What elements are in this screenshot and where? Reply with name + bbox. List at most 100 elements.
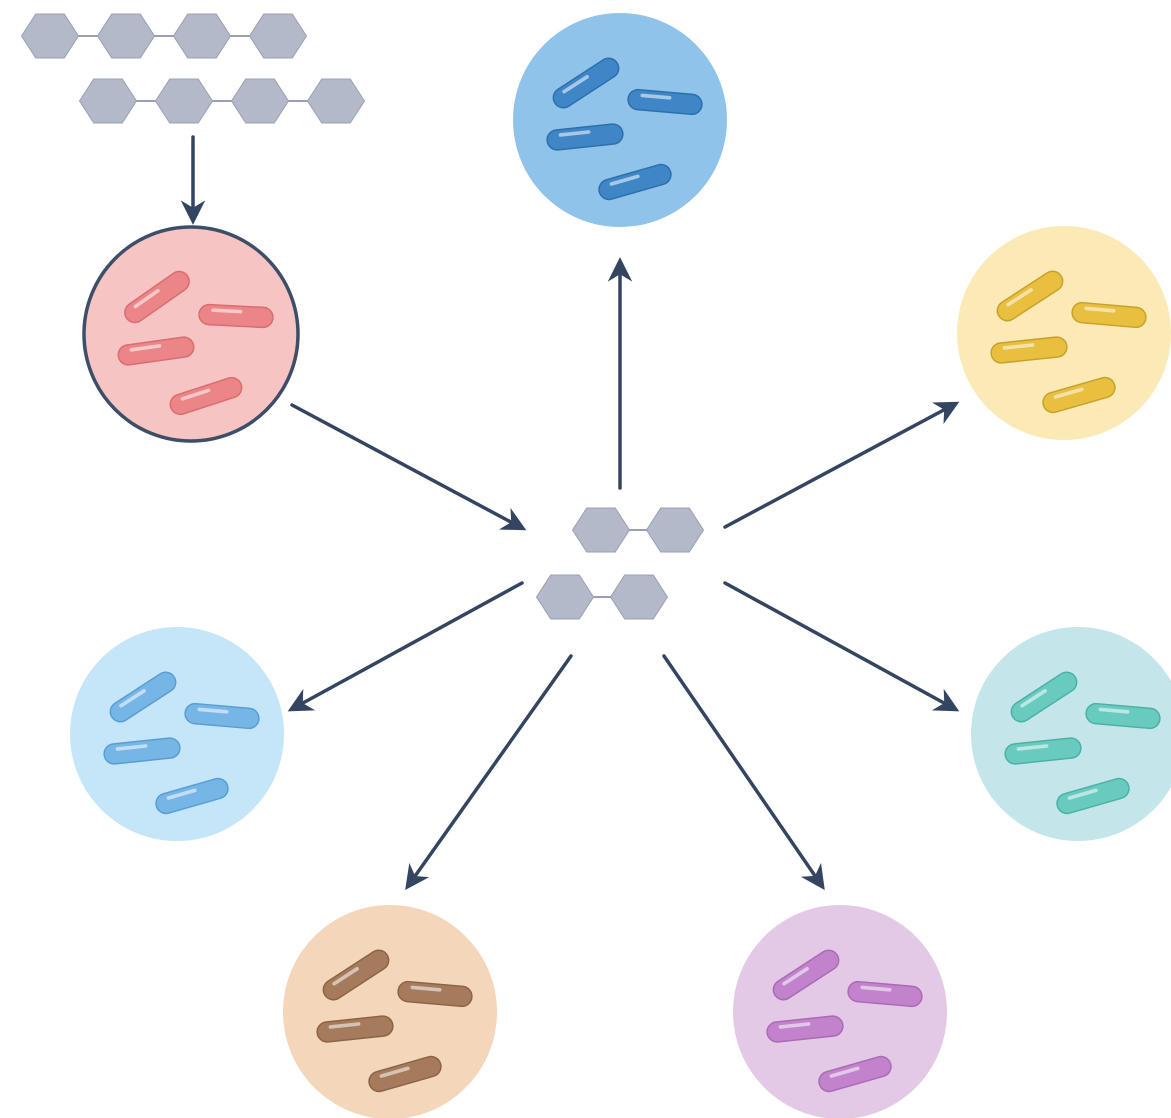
bacterium-rod [1004, 737, 1082, 765]
bacterium-rod [103, 737, 181, 765]
community-circle [513, 13, 727, 227]
bacterium-rod [397, 980, 473, 1008]
rod-highlight [860, 985, 892, 992]
rod-highlight [115, 744, 148, 751]
rod-highlight [640, 93, 672, 100]
monomer-hexagon [172, 13, 232, 59]
polymer-chain [78, 78, 366, 124]
rod-body [316, 1015, 394, 1043]
disaccharide [571, 507, 705, 553]
bacterium-rod [627, 88, 703, 116]
rod-highlight [1006, 288, 1033, 307]
products-to-brown-arrow [405, 654, 573, 890]
rod-highlight [609, 174, 640, 186]
community-layer [70, 13, 1171, 1118]
rod-highlight [129, 344, 162, 352]
bacterium-rod [847, 980, 923, 1008]
bacterium-rod [322, 949, 390, 1001]
community-yellow [957, 226, 1171, 440]
rod-highlight [1067, 788, 1098, 800]
degrader-to-products-arrow [290, 403, 527, 531]
rod-body [117, 336, 195, 366]
bacterium-rod [117, 336, 195, 366]
community-circle [283, 905, 497, 1118]
rod-body [772, 949, 840, 1001]
bacterium-rod [818, 1055, 892, 1093]
rod-highlight [211, 308, 243, 314]
rod-highlight [1002, 343, 1035, 350]
products-to-light-blue-arrow [287, 581, 524, 712]
bacterium-rod [316, 1015, 394, 1043]
monomer-hexagon [78, 78, 138, 124]
monomer-hexagon [248, 13, 308, 59]
rod-highlight [778, 1022, 811, 1029]
rod-highlight [558, 130, 591, 137]
bacterium-rod [109, 671, 177, 723]
monomer-hexagon [645, 507, 705, 553]
bacterium-rod [124, 270, 190, 324]
rod-body [1010, 671, 1078, 723]
rod-highlight [379, 1066, 410, 1078]
rod-highlight [1020, 689, 1047, 708]
community-circle [733, 905, 947, 1118]
rod-highlight [1098, 707, 1130, 714]
community-brown [283, 905, 497, 1118]
bacterium-rod [1056, 777, 1130, 815]
primary-degrader-circle [82, 225, 300, 443]
rod-body [818, 1055, 892, 1093]
bacterium-rod [598, 163, 672, 201]
rod-highlight [332, 967, 359, 986]
rod-body [1042, 376, 1116, 414]
rod-highlight [119, 689, 146, 708]
bacterium-rod [184, 702, 260, 730]
monomer-hexagon [96, 13, 156, 59]
bacterium-rod [996, 270, 1064, 322]
rod-body [598, 163, 672, 201]
community-circle [70, 627, 284, 841]
rod-body [322, 949, 390, 1001]
bacterium-rod [1085, 702, 1161, 730]
rod-highlight [410, 985, 442, 992]
rod-body [103, 737, 181, 765]
rod-body [990, 336, 1068, 364]
bacterium-rod [766, 1015, 844, 1043]
monomer-hexagon [20, 13, 80, 59]
polymer-chain [20, 13, 308, 59]
rod-body [368, 1055, 442, 1093]
monomer-hexagon [609, 574, 669, 620]
polysaccharide-polymer [20, 13, 366, 124]
bacterium-rod [772, 949, 840, 1001]
monomer-hexagon [306, 78, 366, 124]
molecule-layer [20, 13, 705, 620]
bacterium-rod [368, 1055, 442, 1093]
rod-body [1056, 777, 1130, 815]
bacterium-rod [990, 336, 1068, 364]
rod-highlight [197, 707, 229, 714]
rod-body [198, 303, 274, 329]
rod-highlight [328, 1022, 361, 1029]
bacterium-rod [155, 777, 229, 815]
community-blue [513, 13, 727, 227]
bacterium-rod [198, 303, 274, 329]
bacterium-rod [1010, 671, 1078, 723]
rod-body [996, 270, 1064, 322]
rod-highlight [829, 1066, 860, 1078]
rod-body [766, 1015, 844, 1043]
rod-highlight [133, 288, 160, 309]
products-to-purple-arrow [662, 654, 825, 891]
rod-highlight [166, 788, 197, 800]
community-primary-degrader [82, 225, 300, 443]
bacterium-rod [169, 376, 243, 416]
products-to-teal-arrow [723, 581, 960, 712]
community-purple [733, 905, 947, 1118]
monomer-hexagon [230, 78, 290, 124]
rod-highlight [562, 75, 589, 94]
rod-body [109, 671, 177, 723]
monomer-hexagon [535, 574, 595, 620]
bacterium-rod [1071, 301, 1147, 329]
rod-body [552, 57, 620, 109]
monomer-hexagon [571, 507, 631, 553]
rod-highlight [180, 388, 211, 401]
